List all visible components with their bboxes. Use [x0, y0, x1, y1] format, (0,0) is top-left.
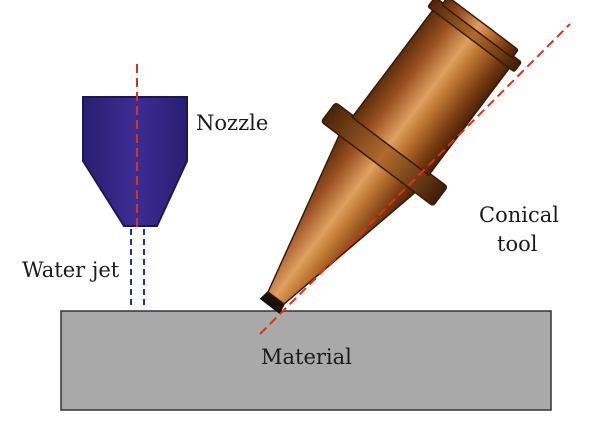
- conical-tool-label-line2: tool: [497, 232, 538, 256]
- water-jet-label: Water jet: [22, 258, 120, 282]
- nozzle-shape: [82, 96, 188, 227]
- nozzle-label: Nozzle: [196, 111, 269, 135]
- material-label: Material: [261, 345, 352, 369]
- conical-tool-label-line1: Conical: [479, 203, 559, 227]
- water-jet-streams: [130, 229, 145, 305]
- material-block: [60, 310, 552, 411]
- conical-tool: [259, 0, 522, 314]
- tool-axis-line: [259, 23, 571, 335]
